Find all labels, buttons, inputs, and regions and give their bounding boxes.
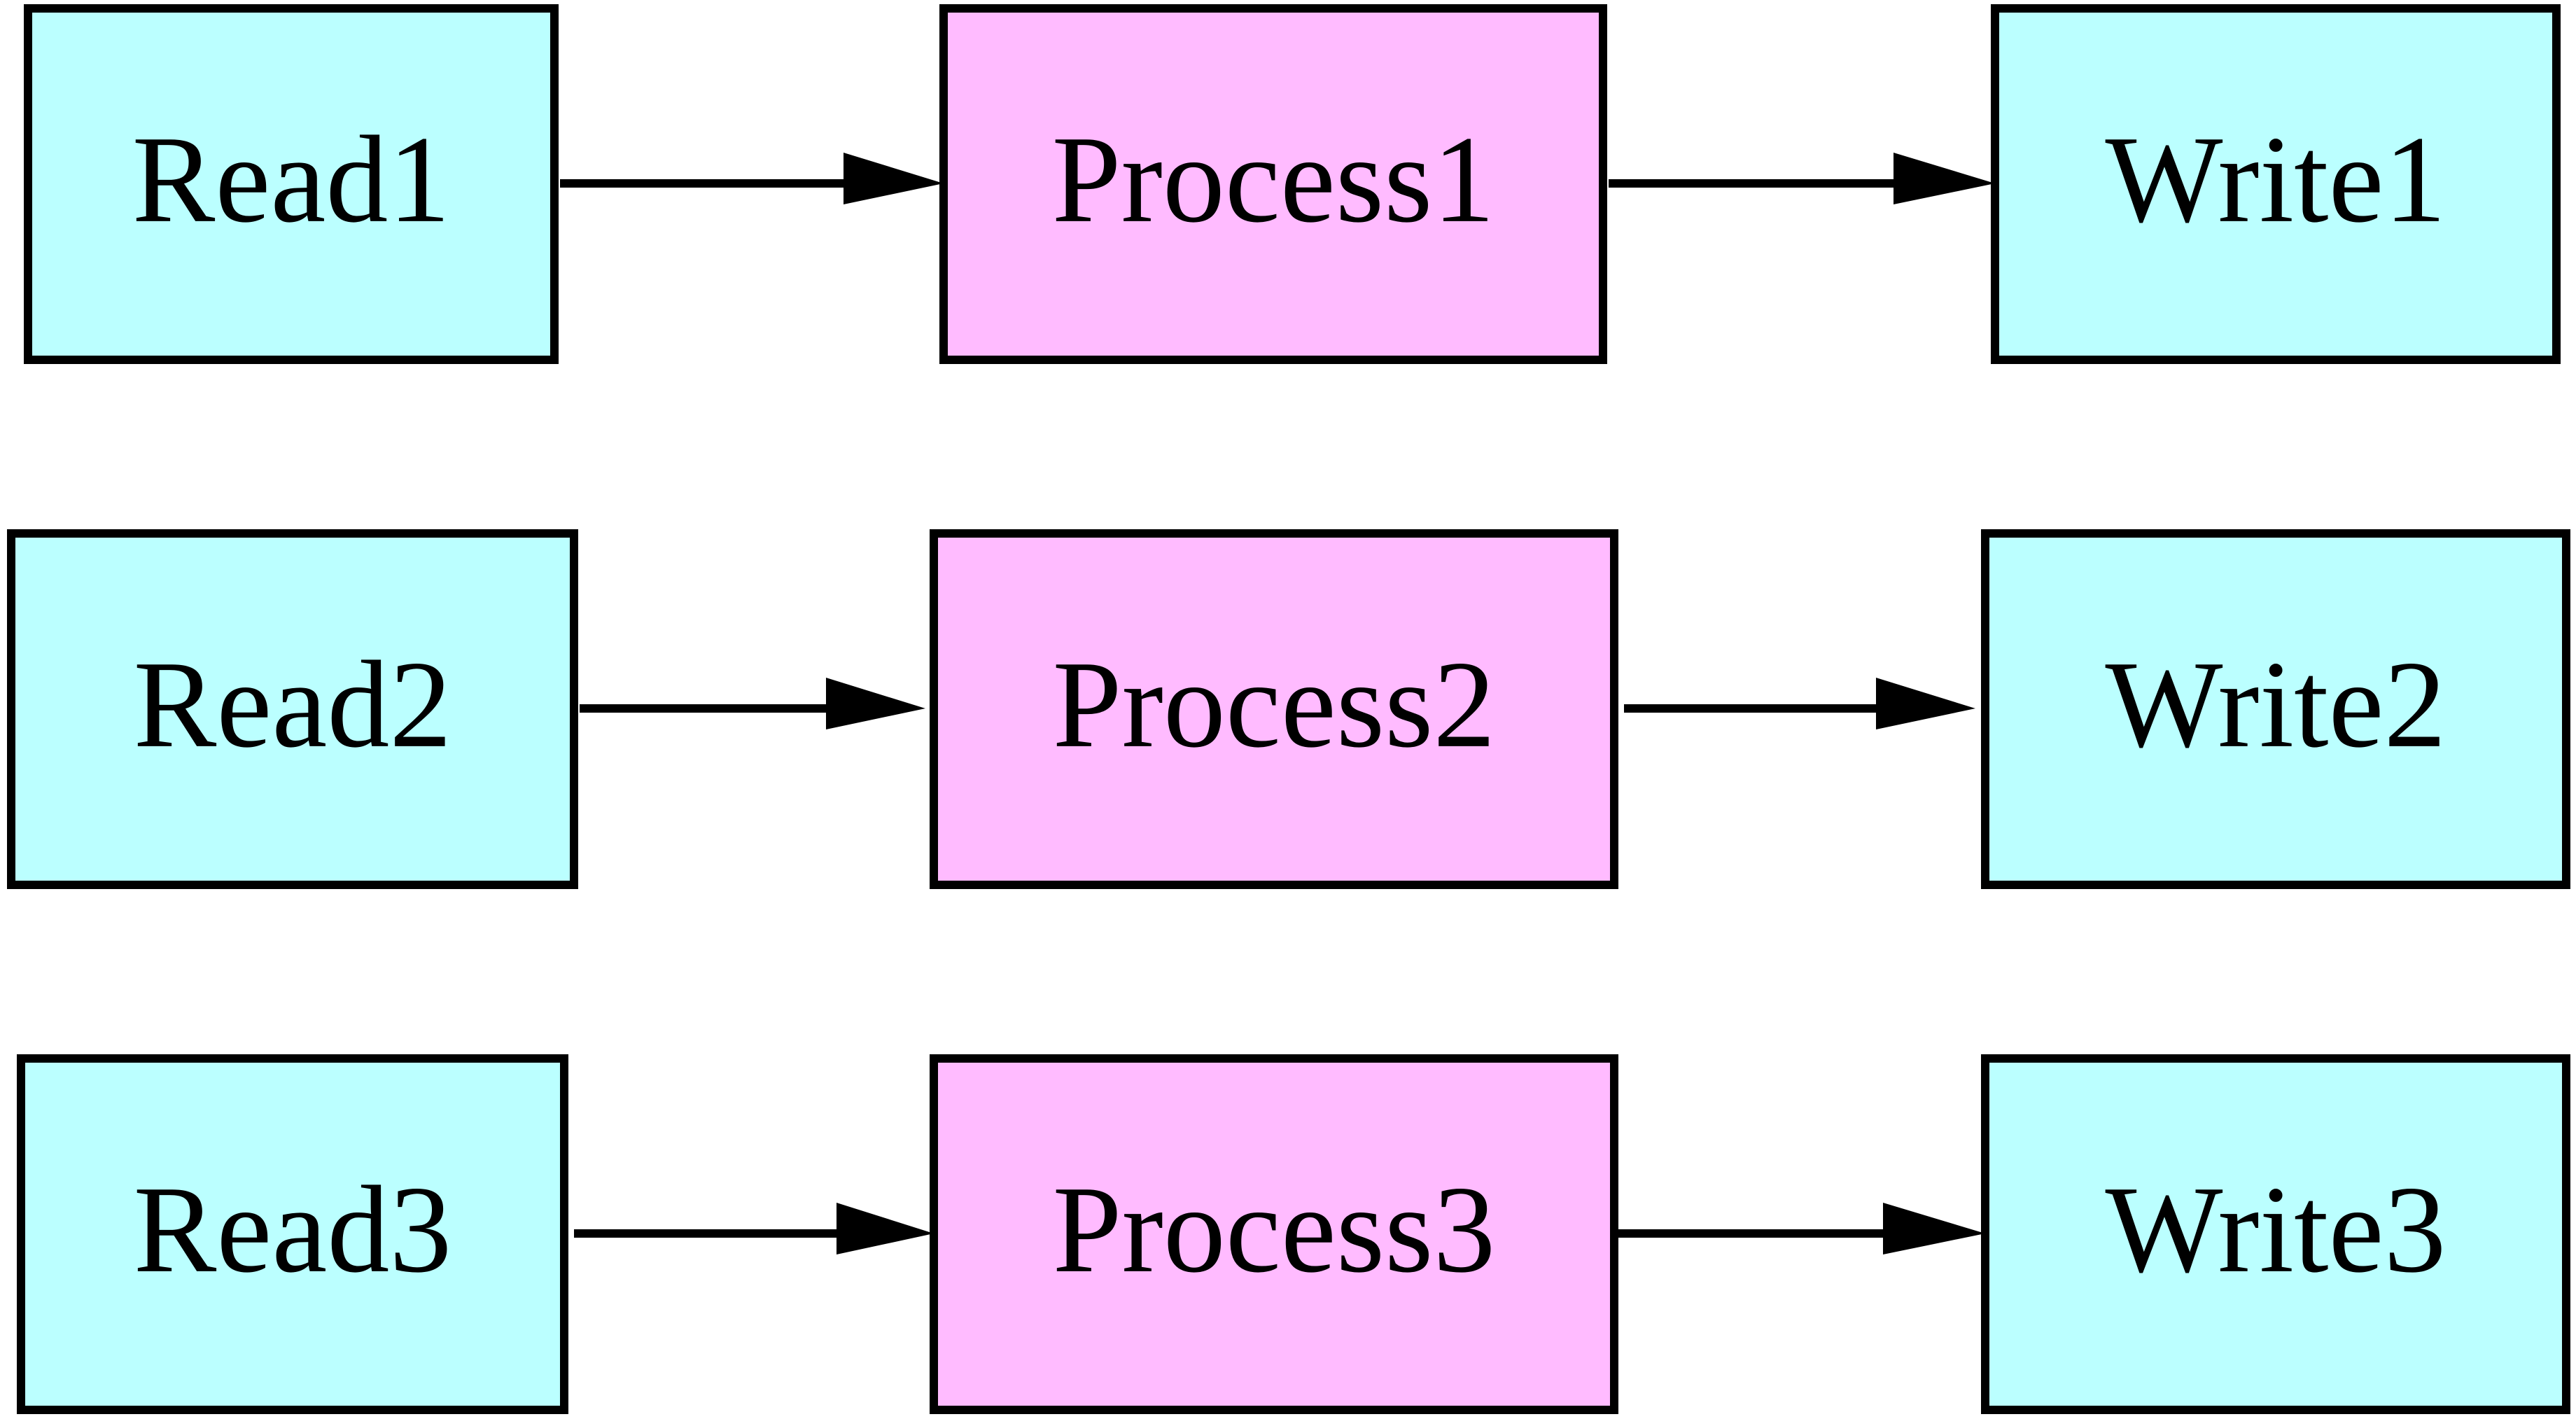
arrowhead-read2-process2	[826, 678, 925, 729]
arrowhead-read3-process3	[836, 1203, 934, 1254]
read-node-3	[17, 1054, 568, 1414]
read-node-1-label: Read1	[132, 110, 451, 249]
read-node-3-label: Read3	[134, 1160, 452, 1299]
pipeline-row-2: Read2 Process2 Write2	[7, 529, 2570, 889]
process-node-2	[930, 529, 1618, 889]
write-node-1	[1991, 4, 2561, 364]
arrowhead-process3-write3	[1883, 1203, 1985, 1254]
process-node-2-label: Process2	[1053, 635, 1496, 774]
read-node-1	[24, 4, 559, 364]
write-node-2-label: Write2	[2105, 635, 2446, 774]
pipeline-row-1: Read1 Process1 Write1	[24, 4, 2561, 364]
process-node-3	[930, 1054, 1618, 1414]
arrowhead-process2-write2	[1876, 678, 1975, 729]
read-node-2	[7, 529, 578, 889]
read-node-2-label: Read2	[134, 635, 452, 774]
process-node-1	[939, 4, 1607, 364]
write-node-3	[1981, 1054, 2570, 1414]
write-node-3-label: Write3	[2105, 1160, 2446, 1299]
write-node-1-label: Write1	[2105, 110, 2446, 249]
arrowhead-process1-write1	[1893, 153, 1995, 204]
process-node-1-label: Process1	[1052, 110, 1495, 249]
write-node-2	[1981, 529, 2570, 889]
process-node-3-label: Process3	[1053, 1160, 1496, 1299]
arrowhead-read1-process1	[844, 153, 944, 204]
pipeline-row-3: Read3 Process3 Write3	[17, 1054, 2570, 1414]
